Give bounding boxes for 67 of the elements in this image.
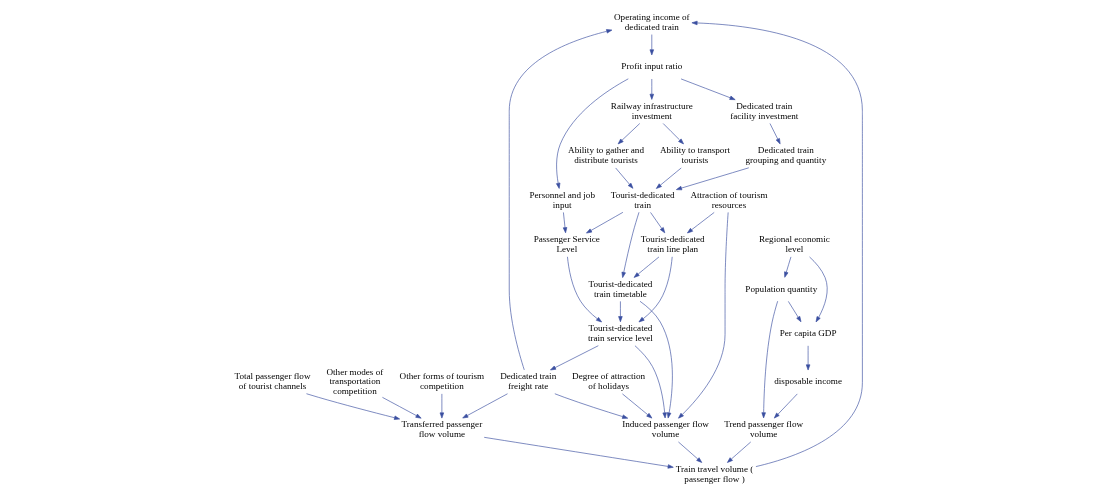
node-text: Per capita GDP (779, 328, 837, 339)
node-text: Other modes of transportation competition (325, 366, 383, 397)
arrow (680, 78, 735, 100)
arrow (686, 212, 715, 234)
node-text: Personnel and job input (528, 189, 595, 210)
arrow (566, 256, 602, 323)
node-text: Tourist-dedicated train service level (587, 323, 653, 344)
arrow (305, 393, 400, 420)
node-text: Degree of attraction of holidays (571, 371, 645, 392)
arrow (675, 167, 749, 191)
arrow (555, 78, 629, 189)
node-text: Ability to gather and distribute tourists (567, 145, 644, 166)
node-text: Operating income of dedicated train (613, 12, 690, 32)
arrow (381, 397, 421, 419)
node-text: Other forms of tourism competition (399, 371, 484, 392)
node-text: Tourist-dedicated train timetable (588, 278, 652, 299)
arrow (483, 437, 674, 469)
arrow (638, 256, 673, 323)
arrow (773, 393, 798, 419)
arrow (649, 34, 654, 56)
arrow (633, 256, 659, 278)
arrow (617, 123, 640, 145)
arrow (562, 212, 567, 234)
arrow (761, 300, 778, 419)
node-text: Tourist-dedicated train line plan (640, 234, 705, 255)
node-text: Passenger Service Level (533, 234, 600, 255)
node-text: Dedicated train facility investment (729, 101, 798, 121)
arrow (508, 29, 612, 371)
arrow (639, 300, 673, 419)
node-text: Induced passenger flow volume (621, 419, 709, 440)
node-text: Profit input ratio (620, 61, 682, 72)
arrow (805, 345, 810, 371)
arrow (614, 167, 633, 189)
arrow (677, 212, 728, 419)
arrow (691, 20, 863, 467)
arrow (787, 301, 801, 323)
node-text: Dedicated train grouping and quantity (745, 145, 826, 166)
arrow (549, 345, 599, 371)
arrow (461, 393, 508, 419)
arrow (783, 256, 791, 278)
node-text: Dedicated train freight rate (499, 371, 556, 392)
node-text: Trend passenger flow volume (723, 419, 803, 440)
node-text: Attraction of tourism resources (689, 189, 768, 210)
arrow (677, 441, 702, 463)
node-text: Tourist-dedicated train (610, 189, 675, 210)
node-text: Population quantity (744, 283, 817, 294)
arrow (649, 212, 665, 234)
arrow (554, 393, 628, 419)
node-text: disposable income (773, 376, 842, 387)
node-text: Railway infrastructure investment (610, 101, 693, 121)
node-text: Ability to transport tourists (659, 145, 730, 166)
arrow (726, 441, 751, 463)
arrow (439, 393, 444, 419)
arrow (621, 393, 652, 419)
node-text: Transferred passenger flow volume (401, 419, 482, 440)
arrow (655, 167, 682, 189)
arrow (585, 212, 623, 234)
node-text: Regional economic level (758, 234, 830, 255)
arrow (634, 345, 667, 419)
arrow (621, 211, 639, 278)
arrow (662, 123, 684, 145)
arrow (808, 256, 827, 323)
arrow (769, 123, 780, 145)
arrow (617, 301, 623, 323)
arrow (649, 78, 654, 100)
node-text: Total passenger flow of tourist channels (233, 371, 311, 392)
node-text: Train travel volume ( passenger flow ) (675, 463, 753, 484)
